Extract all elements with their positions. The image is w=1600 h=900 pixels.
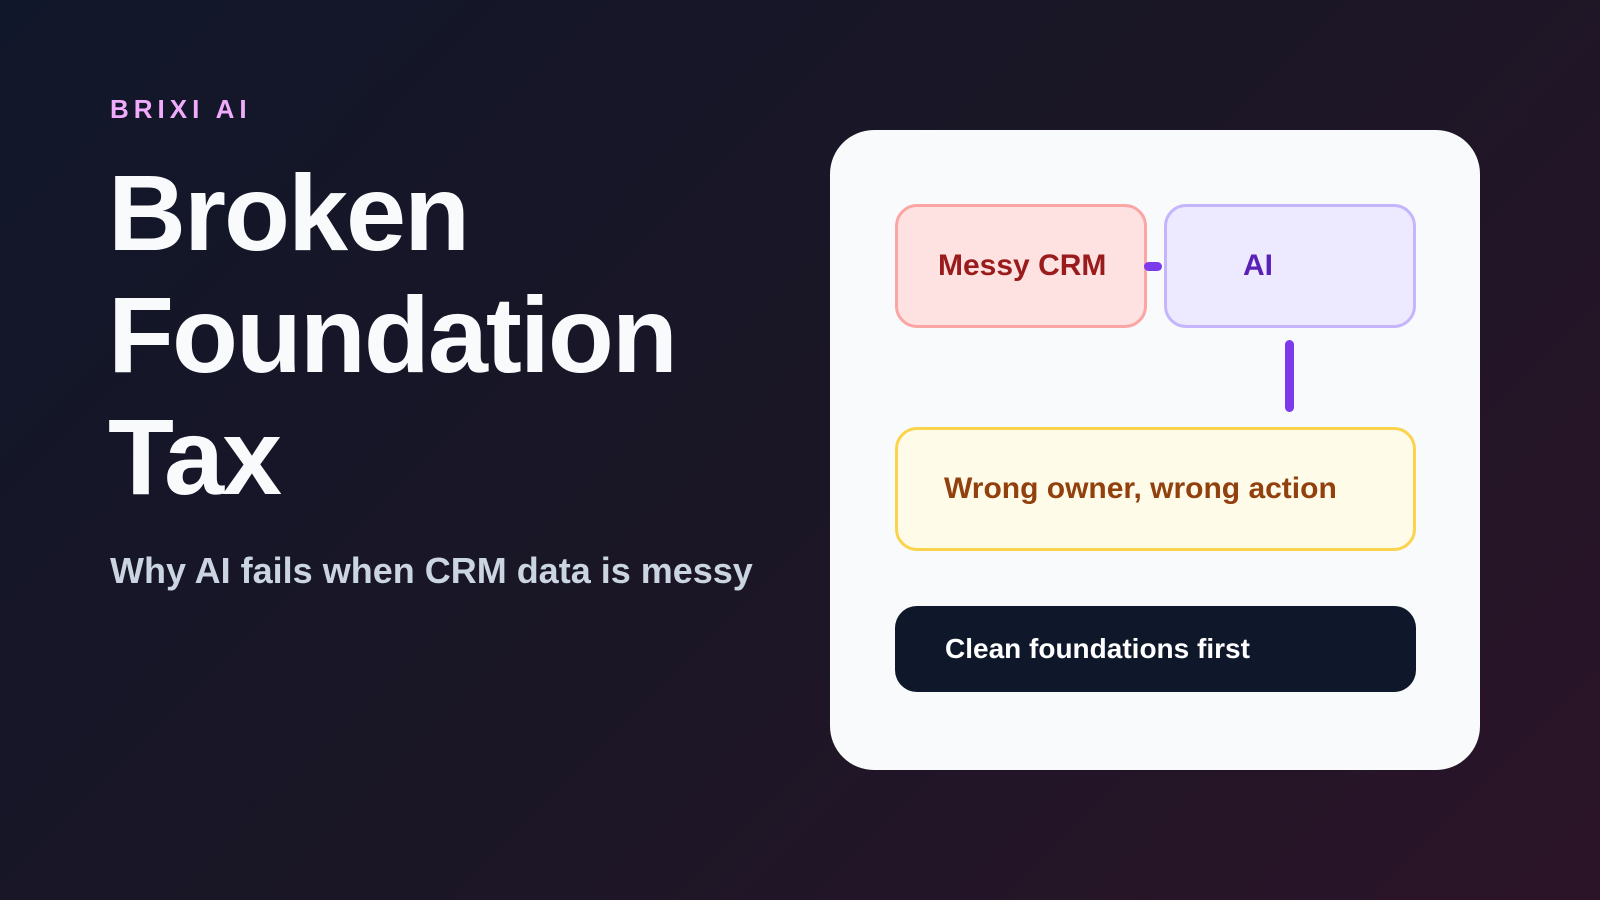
title-line-2: Foundation [108,274,678,395]
page-subtitle: Why AI fails when CRM data is messy [110,550,753,591]
title-line-3: Tax [108,396,282,517]
page-title: Broken Foundation Tax [108,152,678,518]
node-messy-crm: Messy CRM [895,204,1147,328]
brand-label: BRIXI AI [110,94,252,124]
connector-ai-outcome [1285,340,1294,412]
node-wrong-outcome: Wrong owner, wrong action [895,427,1416,551]
title-line-1: Broken [108,152,470,273]
diagram-card: Messy CRM AI Wrong owner, wrong action C… [830,130,1480,770]
node-clean-foundations: Clean foundations first [895,606,1416,692]
node-ai: AI [1164,204,1416,328]
connector-crm-ai [1144,262,1162,271]
